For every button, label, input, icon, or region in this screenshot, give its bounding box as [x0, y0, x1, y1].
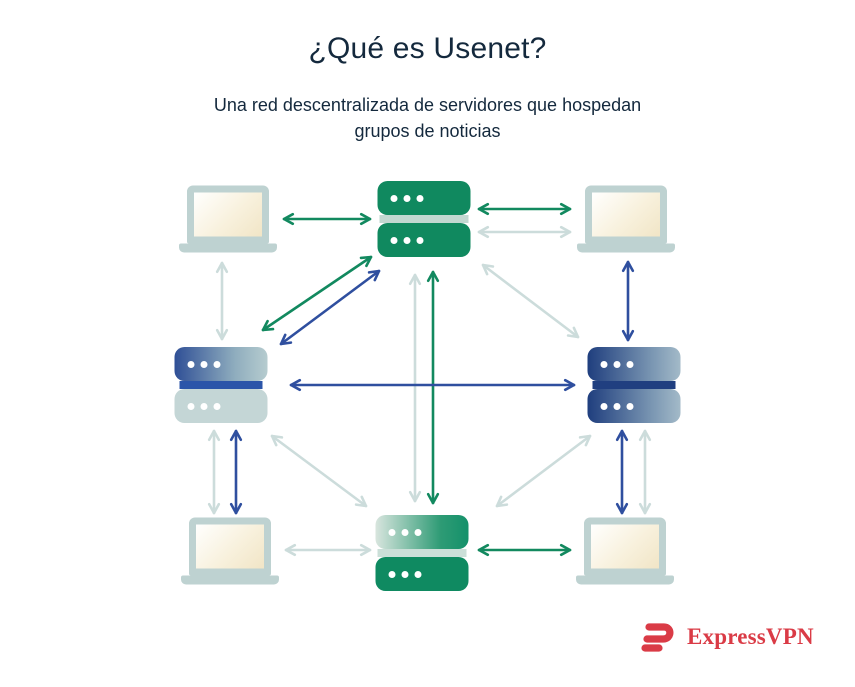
- brand-name: ExpressVPN: [687, 624, 814, 649]
- server-unit: [174, 347, 268, 381]
- server-led-dot: [213, 360, 221, 368]
- server-led-dot: [626, 402, 634, 410]
- server-unit: [377, 223, 471, 257]
- server-led-dot: [600, 402, 608, 410]
- server-led-dot: [401, 570, 409, 578]
- server-led-dot: [416, 236, 424, 244]
- arrow-server-bottom-center--laptop-bottom-right: [477, 543, 572, 557]
- server-led-dot: [200, 360, 208, 368]
- server-left: [174, 347, 268, 423]
- arrow-laptop-bottom-left--server-bottom-center: [284, 543, 372, 557]
- server-led-dot: [600, 360, 608, 368]
- arrow-server-right--laptop-bottom-right: [638, 429, 652, 515]
- server-unit: [587, 389, 681, 423]
- server-unit: [375, 557, 469, 591]
- laptop-base: [576, 575, 674, 585]
- server-led-dot: [416, 194, 424, 202]
- expressvpn-logo-icon: [641, 623, 674, 652]
- laptop-bottom-right: [576, 517, 674, 585]
- server-led-dot: [200, 402, 208, 410]
- page-title: ¿Qué es Usenet?: [308, 32, 547, 65]
- arrow-server-top-center--server-bottom-center: [426, 270, 440, 505]
- arrow-server-right--server-bottom-center: [495, 434, 592, 508]
- server-strip: [377, 549, 467, 557]
- server-bottom-center: [375, 515, 469, 591]
- arrow-server-left--server-right: [289, 378, 576, 392]
- server-unit: [174, 389, 268, 423]
- arrow-server-left--laptop-bottom-left: [229, 429, 243, 515]
- server-strip: [179, 381, 263, 389]
- arrow-server-top-center--laptop-top-right: [477, 202, 572, 216]
- arrow-server-right--laptop-bottom-right: [615, 429, 629, 515]
- page-subtitle: Una red descentralizada de servidores qu…: [213, 95, 642, 142]
- arrow-server-top-center--server-right: [481, 263, 580, 339]
- server-led-dot: [388, 528, 396, 536]
- arrow-laptop-top-left--server-left: [215, 261, 229, 341]
- arrow-server-left--server-top-center: [279, 269, 381, 346]
- server-unit: [375, 515, 469, 549]
- laptop-screen: [189, 517, 271, 576]
- server-led-dot: [403, 236, 411, 244]
- arrow-server-left--laptop-bottom-left: [207, 429, 221, 515]
- laptop-screen: [585, 185, 667, 244]
- laptop-base: [179, 243, 277, 253]
- laptop-base: [181, 575, 279, 585]
- server-strip: [379, 215, 469, 223]
- laptop-screen: [187, 185, 269, 244]
- arrow-server-left--server-bottom-center: [270, 434, 368, 508]
- server-led-dot: [626, 360, 634, 368]
- laptop-top-right: [577, 185, 675, 253]
- server-led-dot: [613, 402, 621, 410]
- arrow-laptop-top-right--server-right: [621, 260, 635, 342]
- server-led-dot: [187, 360, 195, 368]
- server-top-center: [377, 181, 471, 257]
- server-led-dot: [401, 528, 409, 536]
- server-led-dot: [390, 194, 398, 202]
- arrow-laptop-top-left--server-top-center: [282, 212, 372, 226]
- server-led-dot: [213, 402, 221, 410]
- server-unit: [377, 181, 471, 215]
- arrow-server-top-center--laptop-top-right: [477, 225, 572, 239]
- server-right: [587, 347, 681, 423]
- server-led-dot: [414, 528, 422, 536]
- server-led-dot: [613, 360, 621, 368]
- server-led-dot: [390, 236, 398, 244]
- server-led-dot: [403, 194, 411, 202]
- arrow-server-top-center--server-bottom-center: [408, 273, 422, 503]
- brand-logo: ExpressVPN: [636, 614, 814, 660]
- server-unit: [587, 347, 681, 381]
- laptop-screen: [584, 517, 666, 576]
- laptop-bottom-left: [181, 517, 279, 585]
- laptop-base: [577, 243, 675, 253]
- arrow-server-left--server-top-center: [261, 255, 373, 332]
- laptop-top-left: [179, 185, 277, 253]
- server-led-dot: [187, 402, 195, 410]
- server-led-dot: [414, 570, 422, 578]
- server-strip: [592, 381, 676, 389]
- server-led-dot: [388, 570, 396, 578]
